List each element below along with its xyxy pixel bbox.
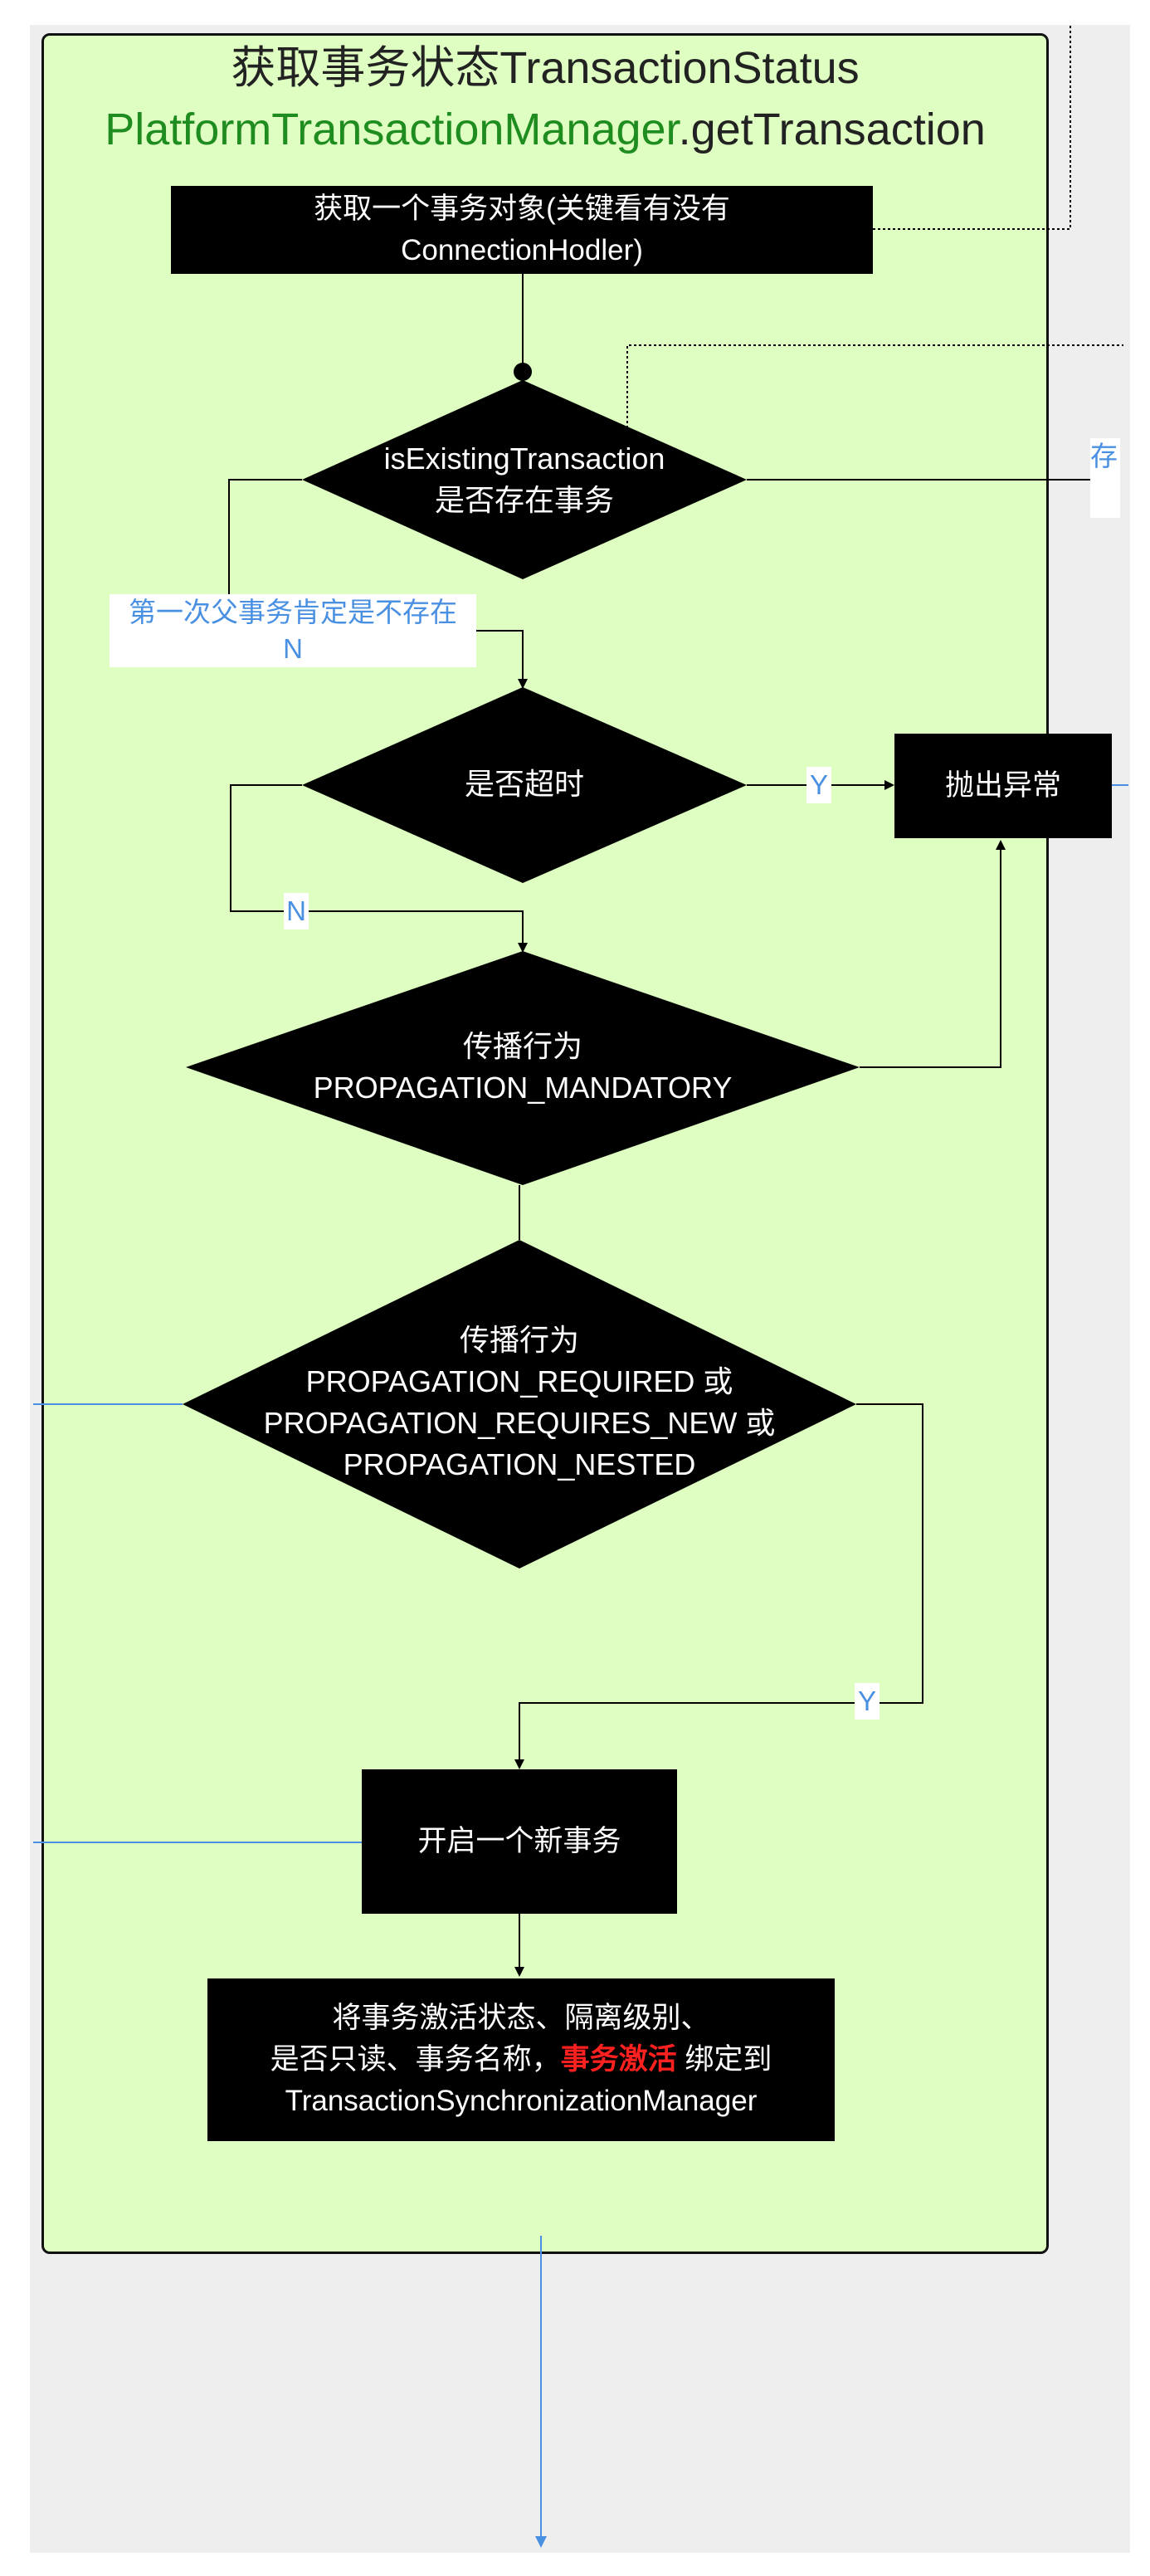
edge-mandatory-to-throw [860,840,1006,1068]
node-get-tx-object-line1: 获取一个事务对象(关键看有没有 [314,193,730,225]
mandatory-line1: 传播行为 [462,1029,582,1063]
diamond-required-group-text: 传播行为 PROPAGATION_REQUIRED 或 PROPAGATION_… [183,1320,856,1486]
node-bind-line2-prefix: 是否只读、事务名称， [270,2043,561,2076]
mandatory-line2: PROPAGATION_MANDATORY [313,1071,733,1105]
node-bind-line1: 将事务激活状态、隔离级别、 [332,2002,710,2034]
diamond-mandatory-text: 传播行为 PROPAGATION_MANDATORY [186,1026,860,1109]
node-start-new-tx: 开启一个新事务 [362,1769,677,1914]
node-bind-sync-manager: 将事务激活状态、隔离级别、 是否只读、事务名称，事务激活 绑定到 Transac… [207,1978,835,2141]
edge-required-to-newtx [514,1403,923,1769]
node-bind-highlight: 事务激活 [560,2043,677,2076]
node-throw-exception-label: 抛出异常 [944,769,1061,802]
diagram-title: 获取事务状态TransactionStatus [41,41,1049,95]
diagram-subtitle: PlatformTransactionManager.getTransactio… [41,103,1049,156]
edge-label-n-timeout: N [284,893,309,929]
edge-timeout-to-mandatory [230,784,528,953]
title-method-name: .getTransaction [678,105,986,154]
node-start-new-tx-label: 开启一个新事务 [417,1825,621,1857]
edge-label-n1: N [283,633,303,664]
is-timeout-label: 是否超时 [464,767,584,801]
required-line4: PROPAGATION_NESTED [343,1447,696,1481]
required-line2: PROPAGATION_REQUIRED 或 [305,1364,733,1398]
diamond-required-group [183,1240,856,1569]
required-line1: 传播行为 [459,1323,579,1357]
diamond-is-timeout-text: 是否超时 [302,764,747,805]
diamond-is-timeout [302,687,747,883]
node-bind-line2-suffix: 绑定到 [676,2043,772,2076]
edge-label-y-timeout: Y [806,767,831,803]
node-bind-line2: 是否只读、事务名称，事务激活 绑定到 [270,2039,772,2081]
is-existing-line1: isExistingTransaction [383,442,665,476]
is-existing-line2: 是否存在事务 [434,483,614,517]
node-get-tx-object: 获取一个事务对象(关键看有没有 ConnectionHodler) [171,186,873,274]
node-bind-line3: TransactionSynchronizationManager [285,2085,758,2117]
diamond-is-existing [302,380,747,579]
diamond-mandatory [186,951,860,1185]
edge-start-dot [514,363,532,381]
required-line3: PROPAGATION_REQUIRES_NEW 或 [263,1406,776,1440]
dotted-link-top [873,25,1071,230]
title-line-1: 获取事务状态TransactionStatus [231,43,860,93]
edge-label-exists-cut: 存 [1090,438,1120,518]
node-throw-exception: 抛出异常 [894,734,1112,838]
edge-label-first-parent: 第一次父事务肯定是不存在 N [110,594,476,667]
diamond-is-existing-text: isExistingTransaction 是否存在事务 [302,438,747,521]
node-get-tx-object-line2: ConnectionHodler) [401,234,643,266]
dotted-link-mid [626,344,1123,428]
edge-label-y-required: Y [855,1683,880,1720]
edge-label-first-parent-text: 第一次父事务肯定是不存在 [129,597,457,627]
title-class-name: PlatformTransactionManager [105,105,679,154]
